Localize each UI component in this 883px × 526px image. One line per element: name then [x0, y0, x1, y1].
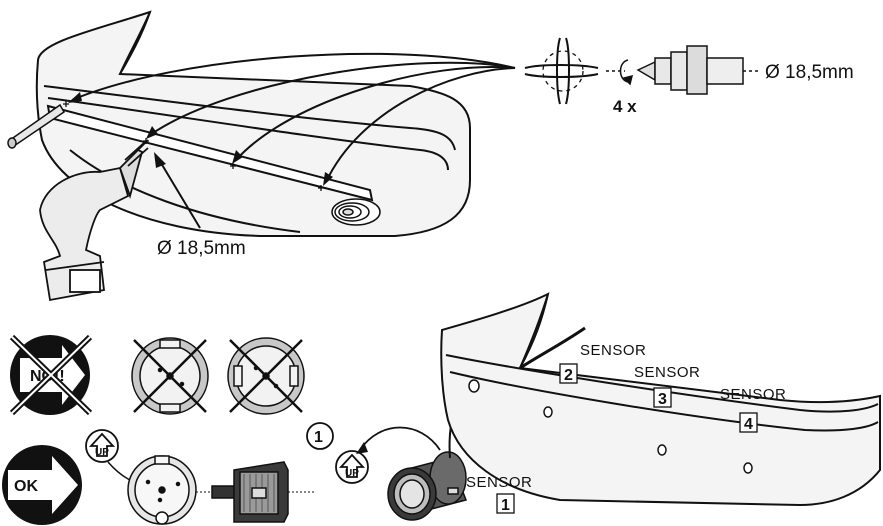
hole-pointer-arrow [157, 157, 201, 229]
sensor-2-number-box [559, 363, 578, 384]
sensor-front-view [387, 451, 467, 521]
top-bumper [35, 10, 471, 237]
sensor-2-number: 2 [564, 367, 573, 384]
up-curve-arrowhead [356, 442, 368, 454]
marker-pen [7, 103, 65, 149]
ok-badge: OK [2, 445, 82, 525]
step-one-badge: 1 [306, 422, 334, 450]
hole-diameter-label-top: Ø 18,5mm [765, 62, 854, 83]
crosshair-icon [524, 37, 599, 105]
sensor-3-label: SENSOR [634, 364, 700, 381]
sensor-4-label: SENSOR [720, 386, 786, 403]
sensor-1-label: SENSOR [466, 474, 532, 491]
tape-roll [331, 198, 381, 226]
wrong-sensor-housing-1 [131, 337, 209, 415]
correct-sensor-housing [127, 455, 197, 525]
repeat-count: 4 x [613, 97, 637, 116]
sensor-4-number-box [739, 412, 758, 433]
sensor-2-cable [519, 326, 586, 370]
svg-text:1: 1 [314, 429, 323, 446]
up-pointer-left [107, 461, 131, 481]
sensor-3-number: 3 [658, 391, 667, 408]
sensor-2-label: SENSOR [580, 342, 646, 359]
wrong-sensor-housing-2 [227, 337, 305, 415]
up-badge-left [85, 429, 119, 463]
hole-diameter-label-bumper: Ø 18,5mm [157, 238, 246, 259]
sensor-1-number: 1 [501, 497, 510, 514]
svg-text:OK: OK [14, 478, 38, 495]
up-badge-right [335, 450, 369, 484]
sensor-3-number-box [653, 387, 672, 408]
no-badge: NO!! [9, 334, 93, 416]
sensor-4-number: 4 [744, 416, 753, 433]
up-label-left: UP [95, 447, 109, 458]
sensor-side-view [211, 461, 289, 523]
arrowheads [68, 92, 333, 186]
step-drill-bit [606, 45, 760, 95]
up-label-right: UP [345, 468, 359, 479]
power-drill [39, 139, 149, 302]
hole-pointer-arrowhead [154, 152, 166, 168]
sensor-1-number-box [496, 493, 515, 514]
arrows-to-holes [71, 52, 516, 183]
bumper-holes [468, 379, 753, 474]
up-curve-arrow [359, 426, 441, 451]
